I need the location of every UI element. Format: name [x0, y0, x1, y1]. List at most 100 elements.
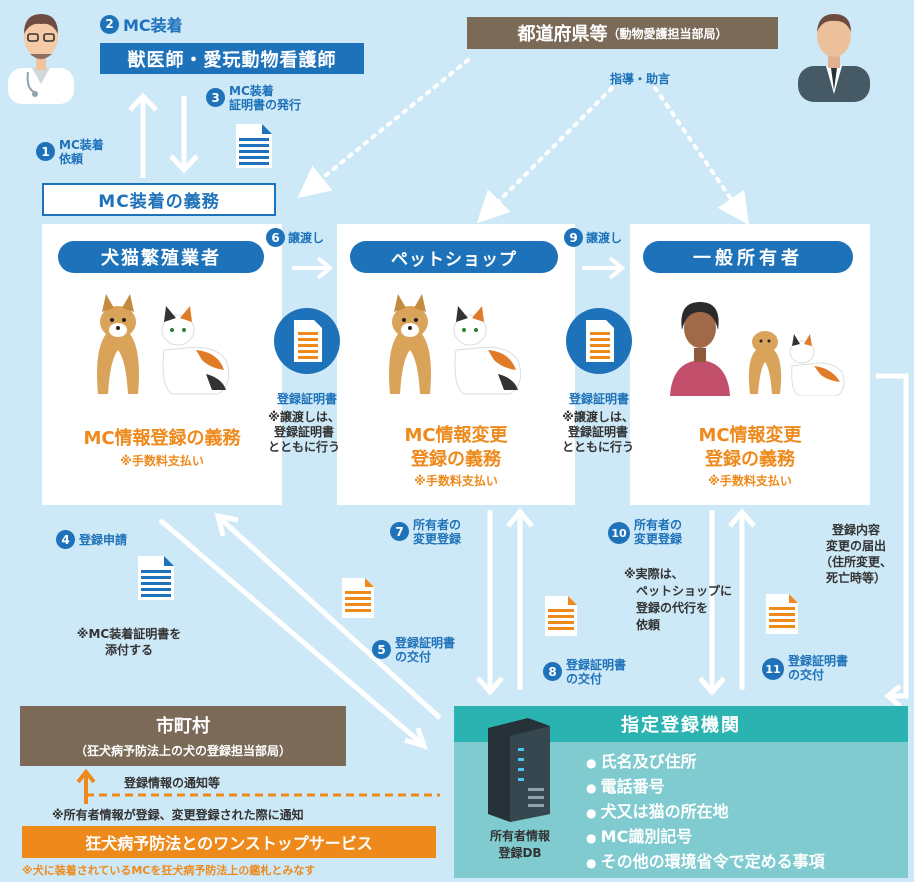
petshop-duty-line2: 登録の義務: [411, 449, 501, 470]
petshop-duty-line1: MC情報変更: [404, 425, 508, 446]
step4-note: ※MC装着証明書を 添付する: [54, 626, 204, 658]
owner-change-arrow-10: [698, 510, 726, 696]
step-number: 4: [56, 530, 75, 549]
step3-line1: MC装着: [229, 84, 274, 98]
step10-line2: 変更登録: [634, 532, 683, 546]
registration-apply-arrow: [158, 518, 428, 750]
cert-issue-arrow-11: [728, 508, 756, 690]
step10-note-line3: 登録の代行を: [636, 601, 709, 615]
step7-line1: 所有者の: [413, 518, 462, 532]
step10-note-line1: ※実際は、: [624, 567, 684, 581]
step6-label: 6 譲渡し: [266, 228, 324, 247]
change-notice-line1: 登録内容: [831, 523, 880, 537]
step11-line1: 登録証明書: [788, 654, 849, 668]
step2-title: 2 MC装着: [100, 12, 183, 36]
breeder-fee: ※手数料支払い: [120, 454, 204, 468]
registry-item: その他の環境省令で定める事項: [586, 850, 825, 875]
change-notice: 登録内容 変更の届出 （住所変更、 死亡時等）: [808, 522, 904, 586]
petshop-duty: MC情報変更 登録の義務 ※手数料支払い: [337, 424, 575, 489]
vet-request-arrow: [128, 92, 158, 178]
change-notice-line2: 変更の届出: [825, 539, 886, 553]
step-number: 9: [564, 228, 583, 247]
owner-title: 一般所有者: [643, 241, 853, 273]
step4-label: 4 登録申請: [56, 530, 127, 549]
owner-duty-line1: MC情報変更: [698, 425, 802, 446]
transfer-note-line3: とともに行う: [562, 440, 635, 454]
guidance-label: 指導・助言: [610, 72, 671, 86]
step4-note-line1: ※MC装着証明書を: [76, 627, 182, 641]
step5-label: 5 登録証明書 の交付: [372, 636, 455, 664]
veterinarian-icon: [8, 14, 74, 104]
prefecture-title: 都道府県等: [517, 24, 608, 45]
owner-illustration: [670, 302, 845, 396]
transfer-note-line1: ※譲渡しは、: [268, 410, 340, 424]
transfer-note: ※譲渡しは、 登録証明書 とともに行う: [268, 410, 340, 455]
step4-text: 登録申請: [79, 533, 128, 547]
certificate-label: 登録証明書: [276, 392, 337, 406]
owner-change-arrow-7: [476, 510, 504, 696]
step5-line1: 登録証明書: [395, 636, 456, 650]
step3-label: 3 MC装着 証明書の発行: [206, 84, 301, 112]
step-number: 2: [100, 14, 119, 34]
document-icon: [138, 556, 174, 600]
breeder-title: 犬猫繁殖業者: [58, 241, 264, 273]
cat-icon: [453, 306, 522, 395]
change-notice-line4: 死亡時等）: [825, 571, 886, 585]
cert-issue-arrow-8: [506, 508, 534, 690]
guidance-arrow-right: [653, 86, 750, 226]
dog-and-cat-illustration: [97, 294, 230, 395]
step2-label: MC装着: [123, 16, 183, 35]
step1-line1: MC装着: [59, 138, 104, 152]
step-number: 7: [390, 522, 409, 541]
prefecture-box: 都道府県等 （動物愛護担当部局）: [467, 17, 778, 49]
onestop-box: 狂犬病予防法とのワンストップサービス: [22, 826, 436, 858]
change-notice-line3: （住所変更、: [819, 555, 892, 569]
step10-label: 10 所有者の 変更登録: [608, 518, 682, 546]
step1-line2: 依頼: [59, 152, 84, 166]
transfer-note-line2: 登録証明書: [274, 425, 335, 439]
city-title: 市町村: [156, 716, 210, 737]
onestop-note: ※犬に装着されているMCを狂犬病予防法上の鑑札とみなす: [22, 864, 316, 877]
petshop-fee: ※手数料支払い: [414, 474, 498, 488]
step5-line2: の交付: [395, 650, 432, 664]
transfer-arrow-2: [582, 256, 626, 280]
dog-and-cat-illustration: [389, 294, 522, 395]
person-icon: [670, 302, 730, 396]
breeder-duty: MC情報登録の義務 ※手数料支払い: [42, 424, 282, 469]
step8-label: 8 登録証明書 の交付: [543, 658, 626, 686]
step9-label: 9 譲渡し: [564, 228, 622, 247]
registry-db-line1: 所有者情報: [489, 829, 550, 843]
step-number: 10: [608, 522, 630, 544]
city-box: 市町村 （狂犬病予防法上の犬の登録担当部局）: [20, 706, 346, 766]
step8-line1: 登録証明書: [566, 658, 627, 672]
step-number: 1: [36, 142, 55, 161]
document-icon: [236, 124, 272, 168]
step1-label: 1 MC装着 依頼: [36, 138, 104, 166]
transfer-arrow-1: [292, 256, 334, 280]
registry-db-label: 所有者情報 登録DB: [470, 828, 570, 862]
owner-fee: ※手数料支払い: [708, 474, 792, 488]
change-notice-arrow: [876, 373, 909, 708]
step10-line1: 所有者の: [634, 518, 683, 532]
owner-duty-line2: 登録の義務: [705, 449, 795, 470]
step-number: 3: [206, 88, 225, 107]
notify-note: ※所有者情報が登録、変更登録された際に通知: [52, 808, 304, 822]
registry-item: 電話番号: [586, 775, 825, 800]
petshop-title: ペットショップ: [350, 241, 558, 273]
notify-label: 登録情報の通知等: [124, 776, 221, 790]
server-icon: [488, 718, 550, 822]
step10-note-line4: 依頼: [636, 618, 661, 632]
transfer-note-line3: とともに行う: [268, 440, 341, 454]
vet-issue-arrow: [169, 96, 199, 174]
registry-db-line2: 登録DB: [498, 846, 542, 860]
step4-note-line2: 添付する: [104, 643, 153, 657]
cat-icon: [161, 306, 230, 395]
cat-icon: [789, 334, 845, 396]
registry-items: 氏名及び住所 電話番号 犬又は猫の所在地 MC識別記号 その他の環境省令で定める…: [586, 750, 825, 875]
document-icon: [545, 596, 577, 636]
official-icon: [798, 14, 870, 102]
transfer-note: ※譲渡しは、 登録証明書 とともに行う: [562, 410, 634, 455]
registry-item: 氏名及び住所: [586, 750, 825, 775]
